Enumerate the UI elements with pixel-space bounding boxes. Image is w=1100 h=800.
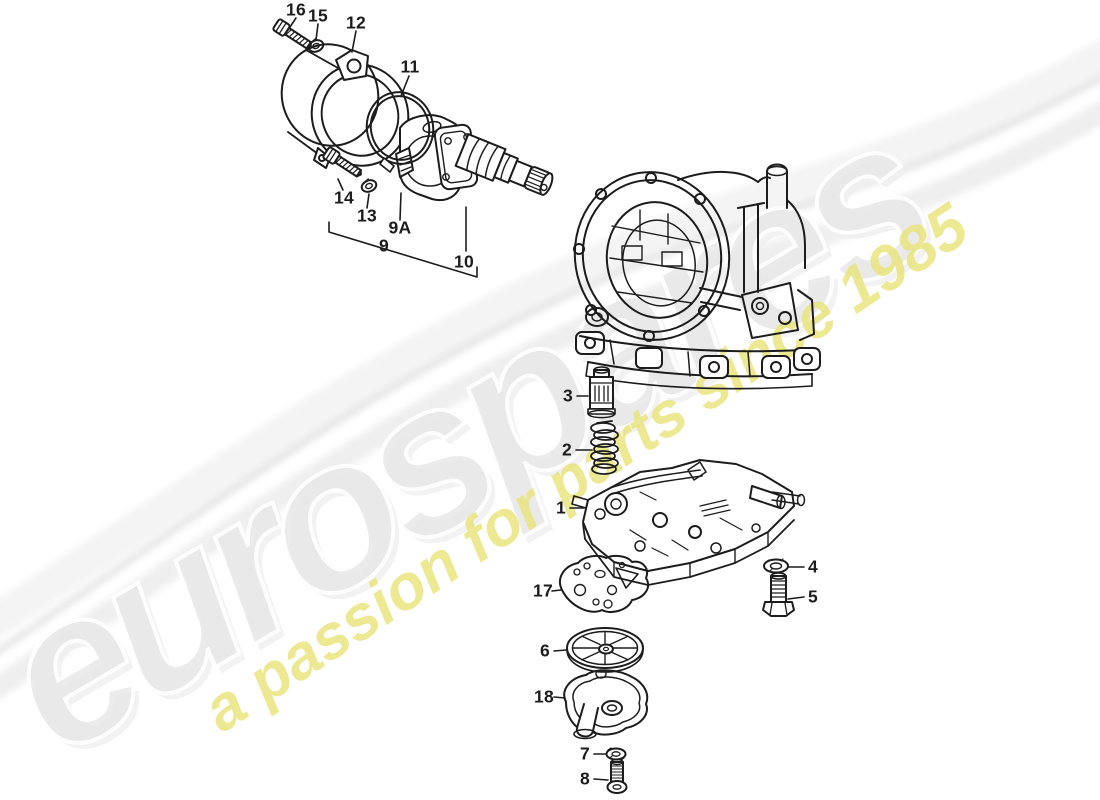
part-servo-piston-9 xyxy=(398,114,479,201)
callout-8: 8 xyxy=(579,768,591,789)
exploded-parts-drawing xyxy=(272,17,821,794)
part-washer-4 xyxy=(763,558,789,574)
watermark-brand: eurospares xyxy=(0,73,967,799)
callout-2: 2 xyxy=(561,439,573,460)
callout-15: 15 xyxy=(307,5,329,26)
part-spring-2 xyxy=(590,420,619,475)
part-shaft-10 xyxy=(454,133,554,196)
callout-1: 1 xyxy=(555,497,567,518)
part-washer-13 xyxy=(360,178,378,193)
callout-3: 3 xyxy=(562,385,574,406)
part-ring-11 xyxy=(365,91,435,173)
transmission-case xyxy=(573,163,821,390)
callout-13: 13 xyxy=(356,205,378,226)
callout-14: 14 xyxy=(333,187,355,208)
callout-9A: 9A xyxy=(388,217,412,238)
callout-6: 6 xyxy=(539,640,551,661)
callout-7: 7 xyxy=(579,743,591,764)
swoosh-graphic xyxy=(0,39,1100,700)
callout-leader-lines xyxy=(287,17,805,781)
part-washer-7 xyxy=(605,747,627,761)
callout-5: 5 xyxy=(807,586,819,607)
part-bolt-5 xyxy=(762,572,795,617)
part-gasket-17 xyxy=(559,554,650,613)
callout-4: 4 xyxy=(807,556,819,577)
callout-9: 9 xyxy=(378,235,390,256)
callout-17: 17 xyxy=(532,580,554,601)
callout-18: 18 xyxy=(533,686,555,707)
part-screw-14 xyxy=(322,146,362,178)
part-strainer-6 xyxy=(566,627,644,673)
part-strainer-plate-18 xyxy=(563,669,649,740)
callout-12: 12 xyxy=(345,12,367,33)
part-valve-body-1 xyxy=(571,459,806,586)
part-screw-16 xyxy=(272,18,312,50)
part-screw-8 xyxy=(606,758,628,794)
part-valve-3 xyxy=(587,366,616,419)
callout-10: 10 xyxy=(453,251,475,272)
callout-11: 11 xyxy=(400,56,420,77)
part-drum-12 xyxy=(280,43,410,169)
callout-16: 16 xyxy=(285,0,307,20)
